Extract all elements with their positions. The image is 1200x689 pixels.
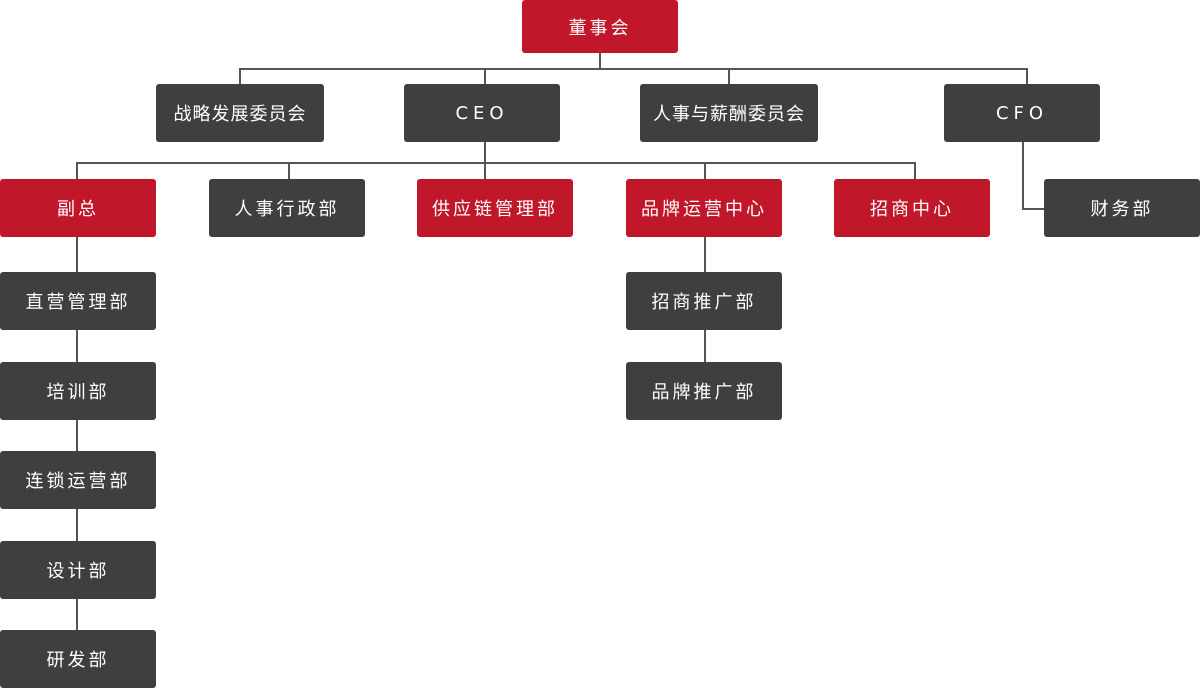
node-direct-store-mgmt: 直营管理部 [0, 272, 156, 330]
node-training: 培训部 [0, 362, 156, 420]
node-brand-ops-center: 品牌运营中心 [626, 179, 782, 237]
node-vp: 副总 [0, 179, 156, 237]
node-brand-promo: 品牌推广部 [626, 362, 782, 420]
node-ceo: CEO [404, 84, 560, 142]
node-supply-chain: 供应链管理部 [417, 179, 573, 237]
node-hr-comp-committee: 人事与薪酬委员会 [640, 84, 818, 142]
node-finance: 财务部 [1044, 179, 1200, 237]
node-rnd: 研发部 [0, 630, 156, 688]
node-strategy-committee: 战略发展委员会 [156, 84, 324, 142]
node-chain-ops: 连锁运营部 [0, 451, 156, 509]
node-board: 董事会 [522, 0, 678, 53]
node-design: 设计部 [0, 541, 156, 599]
node-cfo: CFO [944, 84, 1100, 142]
node-franchise-promo: 招商推广部 [626, 272, 782, 330]
node-franchise-center: 招商中心 [834, 179, 990, 237]
node-hr-admin: 人事行政部 [209, 179, 365, 237]
